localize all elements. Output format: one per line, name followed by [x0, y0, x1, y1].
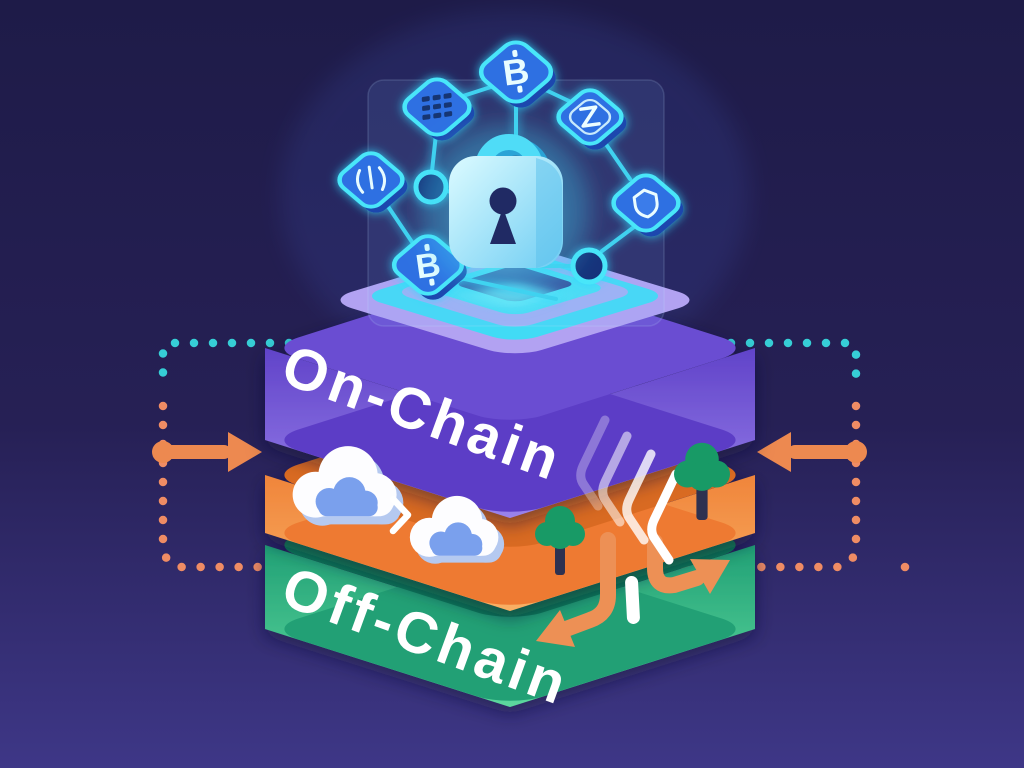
inflow-arrow-icon	[757, 432, 867, 472]
dotted-line-teal-right	[555, 338, 861, 393]
tree-icon	[535, 506, 585, 575]
on-chain-layer-skirt	[284, 368, 736, 512]
flow-chevron-icon	[576, 415, 610, 511]
shield-node-icon	[611, 173, 684, 237]
cloud-inner	[429, 522, 483, 556]
tree-icon	[674, 442, 730, 520]
network-node	[570, 247, 608, 285]
dotted-line-salmon-right	[555, 401, 861, 572]
padlock-body-side	[536, 158, 562, 268]
arrow-head	[757, 432, 791, 472]
flow-bar	[625, 575, 640, 624]
flow-chevron-icon	[622, 449, 656, 545]
flow-chevron-icon	[598, 431, 632, 527]
contract-node-icon	[556, 88, 627, 150]
keyhole	[489, 187, 517, 215]
outflow-arrow-icon	[647, 534, 730, 594]
arrow-shaft	[788, 445, 856, 459]
network-link	[600, 225, 636, 253]
arrow-head	[536, 610, 575, 647]
cloud-icon	[292, 446, 404, 526]
bitcoin-node-icon: B	[478, 40, 556, 108]
layer-decorations	[292, 415, 730, 647]
arrow-head	[690, 559, 730, 594]
off-chain-layer-skirt	[284, 557, 736, 701]
security-network: B B	[337, 40, 684, 301]
ledger-grid-node-icon	[402, 77, 475, 141]
stray-dot	[900, 562, 910, 572]
outflow-arrow-icon	[536, 532, 616, 647]
padlock-icon	[420, 125, 590, 295]
arrow-head	[228, 432, 262, 472]
dotted-line-salmon-left	[158, 401, 465, 572]
on-chain-layer	[265, 276, 755, 518]
flow-chevron-icon	[647, 469, 681, 565]
network-link	[430, 132, 438, 173]
cloud-icon	[409, 495, 505, 564]
cloud-inner	[315, 477, 378, 517]
dotted-line-teal-left	[158, 338, 465, 393]
flow-path-right	[555, 338, 910, 572]
arrow-shaft	[163, 445, 231, 459]
flow-path-left	[152, 338, 465, 572]
keyhole-slot	[490, 208, 516, 244]
bitcoin-node-icon: B	[391, 234, 467, 300]
database-node-icon	[337, 151, 408, 213]
chevron-right-icon	[389, 495, 412, 535]
inflow-arrow-icon	[152, 432, 262, 472]
